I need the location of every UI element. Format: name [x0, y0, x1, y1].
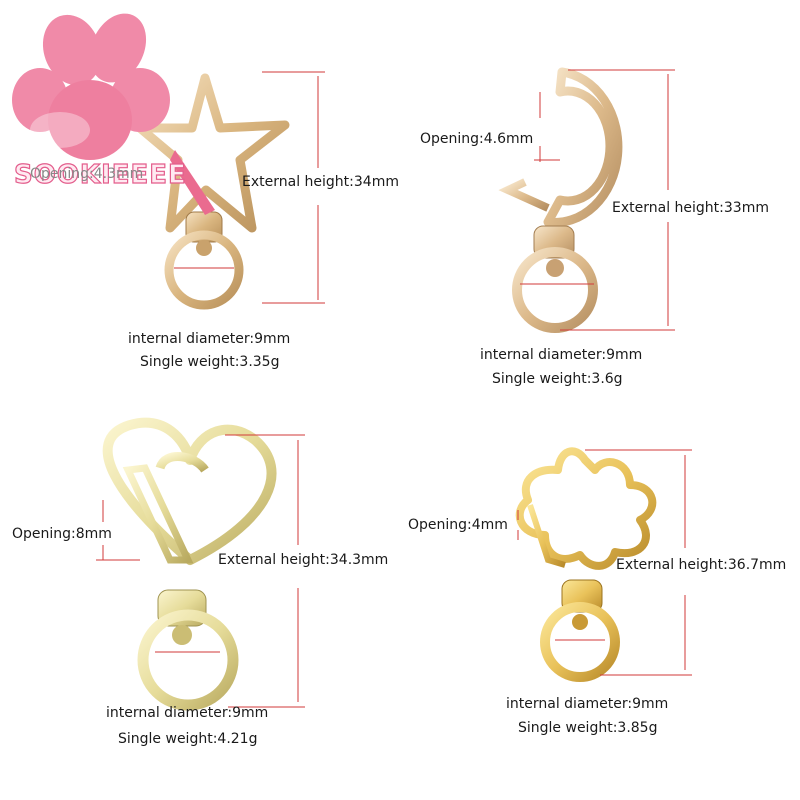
dimension-lines-4 [517, 449, 692, 676]
swivel-pin [172, 625, 192, 645]
swivel-ring [512, 247, 598, 333]
dimension-lines-2 [520, 69, 675, 331]
internal-diameter-label-3: internal diameter:9mm [106, 705, 269, 721]
single-weight-label-2: Single weight:3.6g [492, 371, 623, 387]
moon-gate [498, 178, 550, 212]
watermark-text: SOOKIEEEE [13, 159, 187, 190]
swivel-pin [572, 614, 588, 630]
star-clasp-1 [135, 73, 290, 310]
internal-diameter-label-4: internal diameter:9mm [506, 696, 669, 712]
heart-hook [102, 417, 277, 565]
cherry-blossom-clasp-4 [515, 447, 657, 682]
single-weight-label-1: Single weight:3.35g [140, 354, 280, 370]
opening-label-2: Opening:4.6mm [420, 131, 534, 147]
swivel-ring [540, 602, 620, 682]
swivel-pin [196, 240, 212, 256]
swivel-ring [164, 230, 244, 310]
heart-gate [122, 464, 194, 564]
external-height-label-2: External height:33mm [612, 200, 769, 216]
flower-hook [515, 447, 657, 570]
dimension-lines-1 [174, 71, 325, 304]
heart-clasp-3 [102, 417, 277, 711]
dimension-lines-3 [96, 434, 305, 708]
flower-gate [527, 504, 566, 568]
opening-label-1: Opening:4.3mm [30, 166, 144, 182]
opening-label-4: Opening:4mm [408, 517, 508, 533]
star-hook [135, 73, 290, 233]
flower-logo-icon [12, 13, 215, 215]
external-height-label-1: External height:34mm [242, 174, 399, 190]
external-height-label-3: External height:34.3mm [218, 552, 389, 568]
single-weight-label-4: Single weight:3.85g [518, 720, 658, 736]
internal-diameter-label-2: internal diameter:9mm [480, 347, 643, 363]
moon-clasp-2 [498, 67, 623, 333]
external-height-label-4: External height:36.7mm [616, 557, 787, 573]
opening-label-3: Opening:8mm [12, 526, 112, 542]
internal-diameter-label-1: internal diameter:9mm [128, 331, 291, 347]
moon-hook [543, 67, 623, 227]
heart-curl [155, 452, 209, 473]
single-weight-label-3: Single weight:4.21g [118, 731, 258, 747]
swivel-pin [546, 259, 564, 277]
swivel-ring [137, 609, 239, 711]
